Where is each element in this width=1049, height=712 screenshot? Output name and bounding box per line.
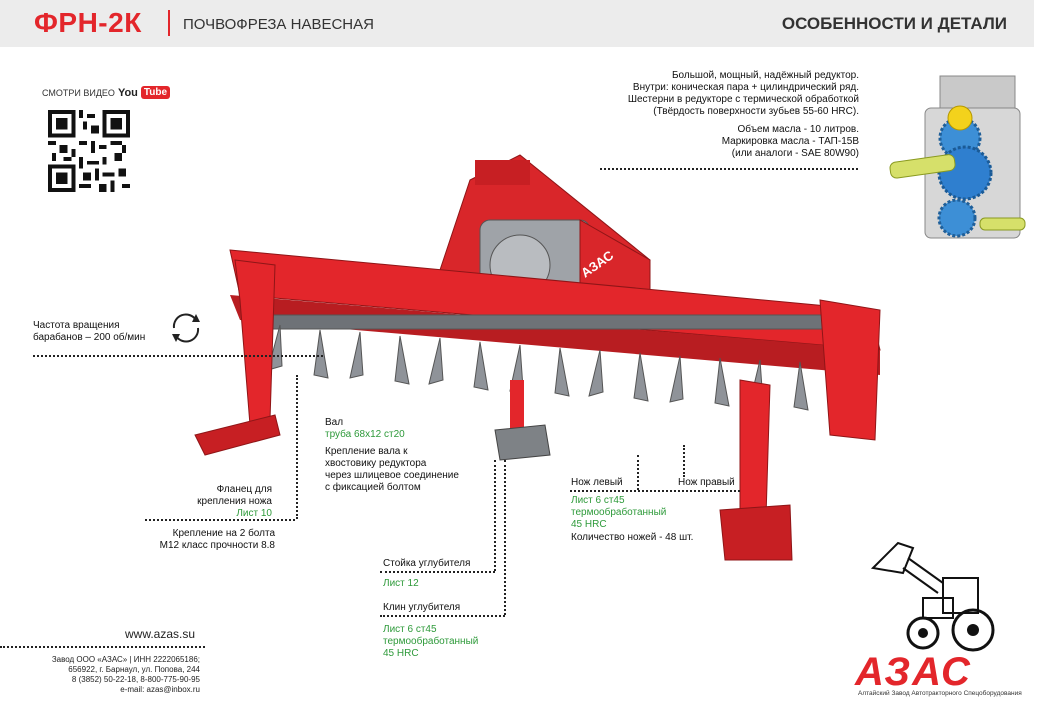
- shaft-description: Вал труба 68х12 ст20 Крепление вала к хв…: [325, 417, 490, 494]
- wedge-leader-line: [380, 615, 505, 617]
- shaft-mount-line: с фиксацией болтом: [325, 482, 421, 493]
- website-link[interactable]: www.azas.su: [125, 627, 196, 641]
- shaft-mount-line: хвостовику редуктора: [325, 458, 427, 469]
- stand-leader-vertical: [494, 460, 496, 571]
- bolts-line2: М12 класс прочности 8.8: [159, 540, 275, 551]
- gearbox-illustration: [889, 75, 1026, 239]
- rotary-tiller-illustration: АЗАС: [194, 154, 881, 561]
- gearbox-line: Внутри: коническая пара + цилиндрический…: [632, 82, 859, 93]
- qr-code[interactable]: [48, 110, 130, 192]
- gearbox-line: Шестерни в редукторе с термической обраб…: [627, 94, 859, 105]
- footer-leader-line: [0, 646, 205, 648]
- oil-line: (или аналоги - SAE 80W90): [731, 148, 859, 159]
- flange-description: Фланец для крепления ножа Лист 10: [150, 484, 272, 520]
- rotation-leader-line: [33, 355, 323, 357]
- rotation-speed: Частота вращения барабанов – 200 об/мин: [33, 320, 145, 344]
- wedge-spec: Лист 6 ст45 термообработанный 45 HRC: [383, 624, 478, 660]
- flange-leader-vertical: [296, 375, 298, 519]
- shaft-title: Вал: [325, 417, 344, 428]
- company-address: Завод ООО «АЗАС» | ИНН 2222065186; 65692…: [40, 655, 200, 695]
- wedge-title: Клин углубителя: [383, 602, 461, 613]
- shaft-mount-line: Крепление вала к: [325, 446, 408, 457]
- gearbox-leader-line: [600, 168, 858, 170]
- header-bar: [0, 0, 1034, 47]
- header-separator: [168, 10, 170, 36]
- youtube-icon: Tube: [140, 86, 171, 99]
- watch-video-label: СМОТРИ ВИДЕО: [42, 87, 115, 98]
- flange-line2: крепления ножа: [197, 496, 272, 507]
- knives-spec: Лист 6 ст45 термообработанный 45 HRC: [571, 495, 666, 531]
- knife-right-leader: [683, 445, 685, 477]
- company-logo: АЗАС: [855, 650, 972, 694]
- address-line: Завод ООО «АЗАС» | ИНН 2222065186;: [51, 655, 200, 664]
- shaft-mount-line: через шлицевое соединение: [325, 470, 459, 481]
- gearbox-line: (Твёрдость поверхности зубьев 55-60 HRC)…: [653, 106, 859, 117]
- oil-line: Маркировка масла - ТАП-15В: [721, 136, 859, 147]
- youtube-link[interactable]: СМОТРИ ВИДЕО You Tube: [42, 86, 171, 99]
- tractor-loader-icon: [870, 541, 995, 652]
- knives-spec-line: Лист 6 ст45: [571, 495, 625, 506]
- knife-left-leader: [637, 455, 639, 490]
- flange-spec: Лист 10: [236, 508, 272, 519]
- wedge-spec-line: 45 HRC: [383, 648, 419, 659]
- youtube-you: You: [117, 86, 138, 99]
- gearbox-line: Большой, мощный, надёжный редуктор.: [671, 70, 859, 81]
- knives-leader-line: [570, 490, 740, 492]
- model-title: ФРН-2К: [34, 7, 142, 38]
- address-line: 8 (3852) 50-22-18, 8-800-775-90-95: [71, 675, 200, 684]
- flange-line1: Фланец для: [216, 484, 272, 495]
- knives-spec-line: 45 HRC: [571, 519, 607, 530]
- bolts-description: Крепление на 2 болта М12 класс прочности…: [120, 528, 275, 552]
- knife-right-label: Нож правый: [678, 477, 735, 488]
- shaft-spec: труба 68х12 ст20: [325, 429, 405, 440]
- oil-line: Объем масла - 10 литров.: [737, 124, 859, 135]
- knives-count: Количество ножей - 48 шт.: [571, 532, 694, 543]
- rotation-line1: Частота вращения: [33, 320, 120, 331]
- product-subtitle: ПОЧВОФРЕЗА НАВЕСНАЯ: [183, 16, 374, 33]
- flange-leader-line: [145, 519, 295, 521]
- address-line[interactable]: e-mail: azas@inbox.ru: [120, 685, 200, 694]
- wedge-leader-vertical: [504, 460, 506, 615]
- rotation-line2: барабанов – 200 об/мин: [33, 332, 146, 343]
- knives-spec-line: термообработанный: [571, 507, 667, 518]
- wedge-spec-line: термообработанный: [383, 636, 479, 647]
- stand-title: Стойка углубителя: [383, 558, 471, 569]
- gearbox-description: Большой, мощный, надёжный редуктор. Внут…: [559, 70, 859, 160]
- stand-leader-line: [380, 571, 495, 573]
- bolts-line1: Крепление на 2 болта: [172, 528, 275, 539]
- stand-spec: Лист 12: [383, 578, 419, 589]
- logo-tagline: Алтайский Завод Автотракторного Спецобор…: [858, 690, 1022, 697]
- knife-left-label: Нож левый: [571, 477, 623, 488]
- address-line: 656922, г. Барнаул, ул. Попова, 244: [68, 665, 200, 674]
- section-title: ОСОБЕННОСТИ И ДЕТАЛИ: [781, 14, 1007, 33]
- rotation-arrows-icon: [172, 313, 200, 343]
- wedge-spec-line: Лист 6 ст45: [383, 624, 437, 635]
